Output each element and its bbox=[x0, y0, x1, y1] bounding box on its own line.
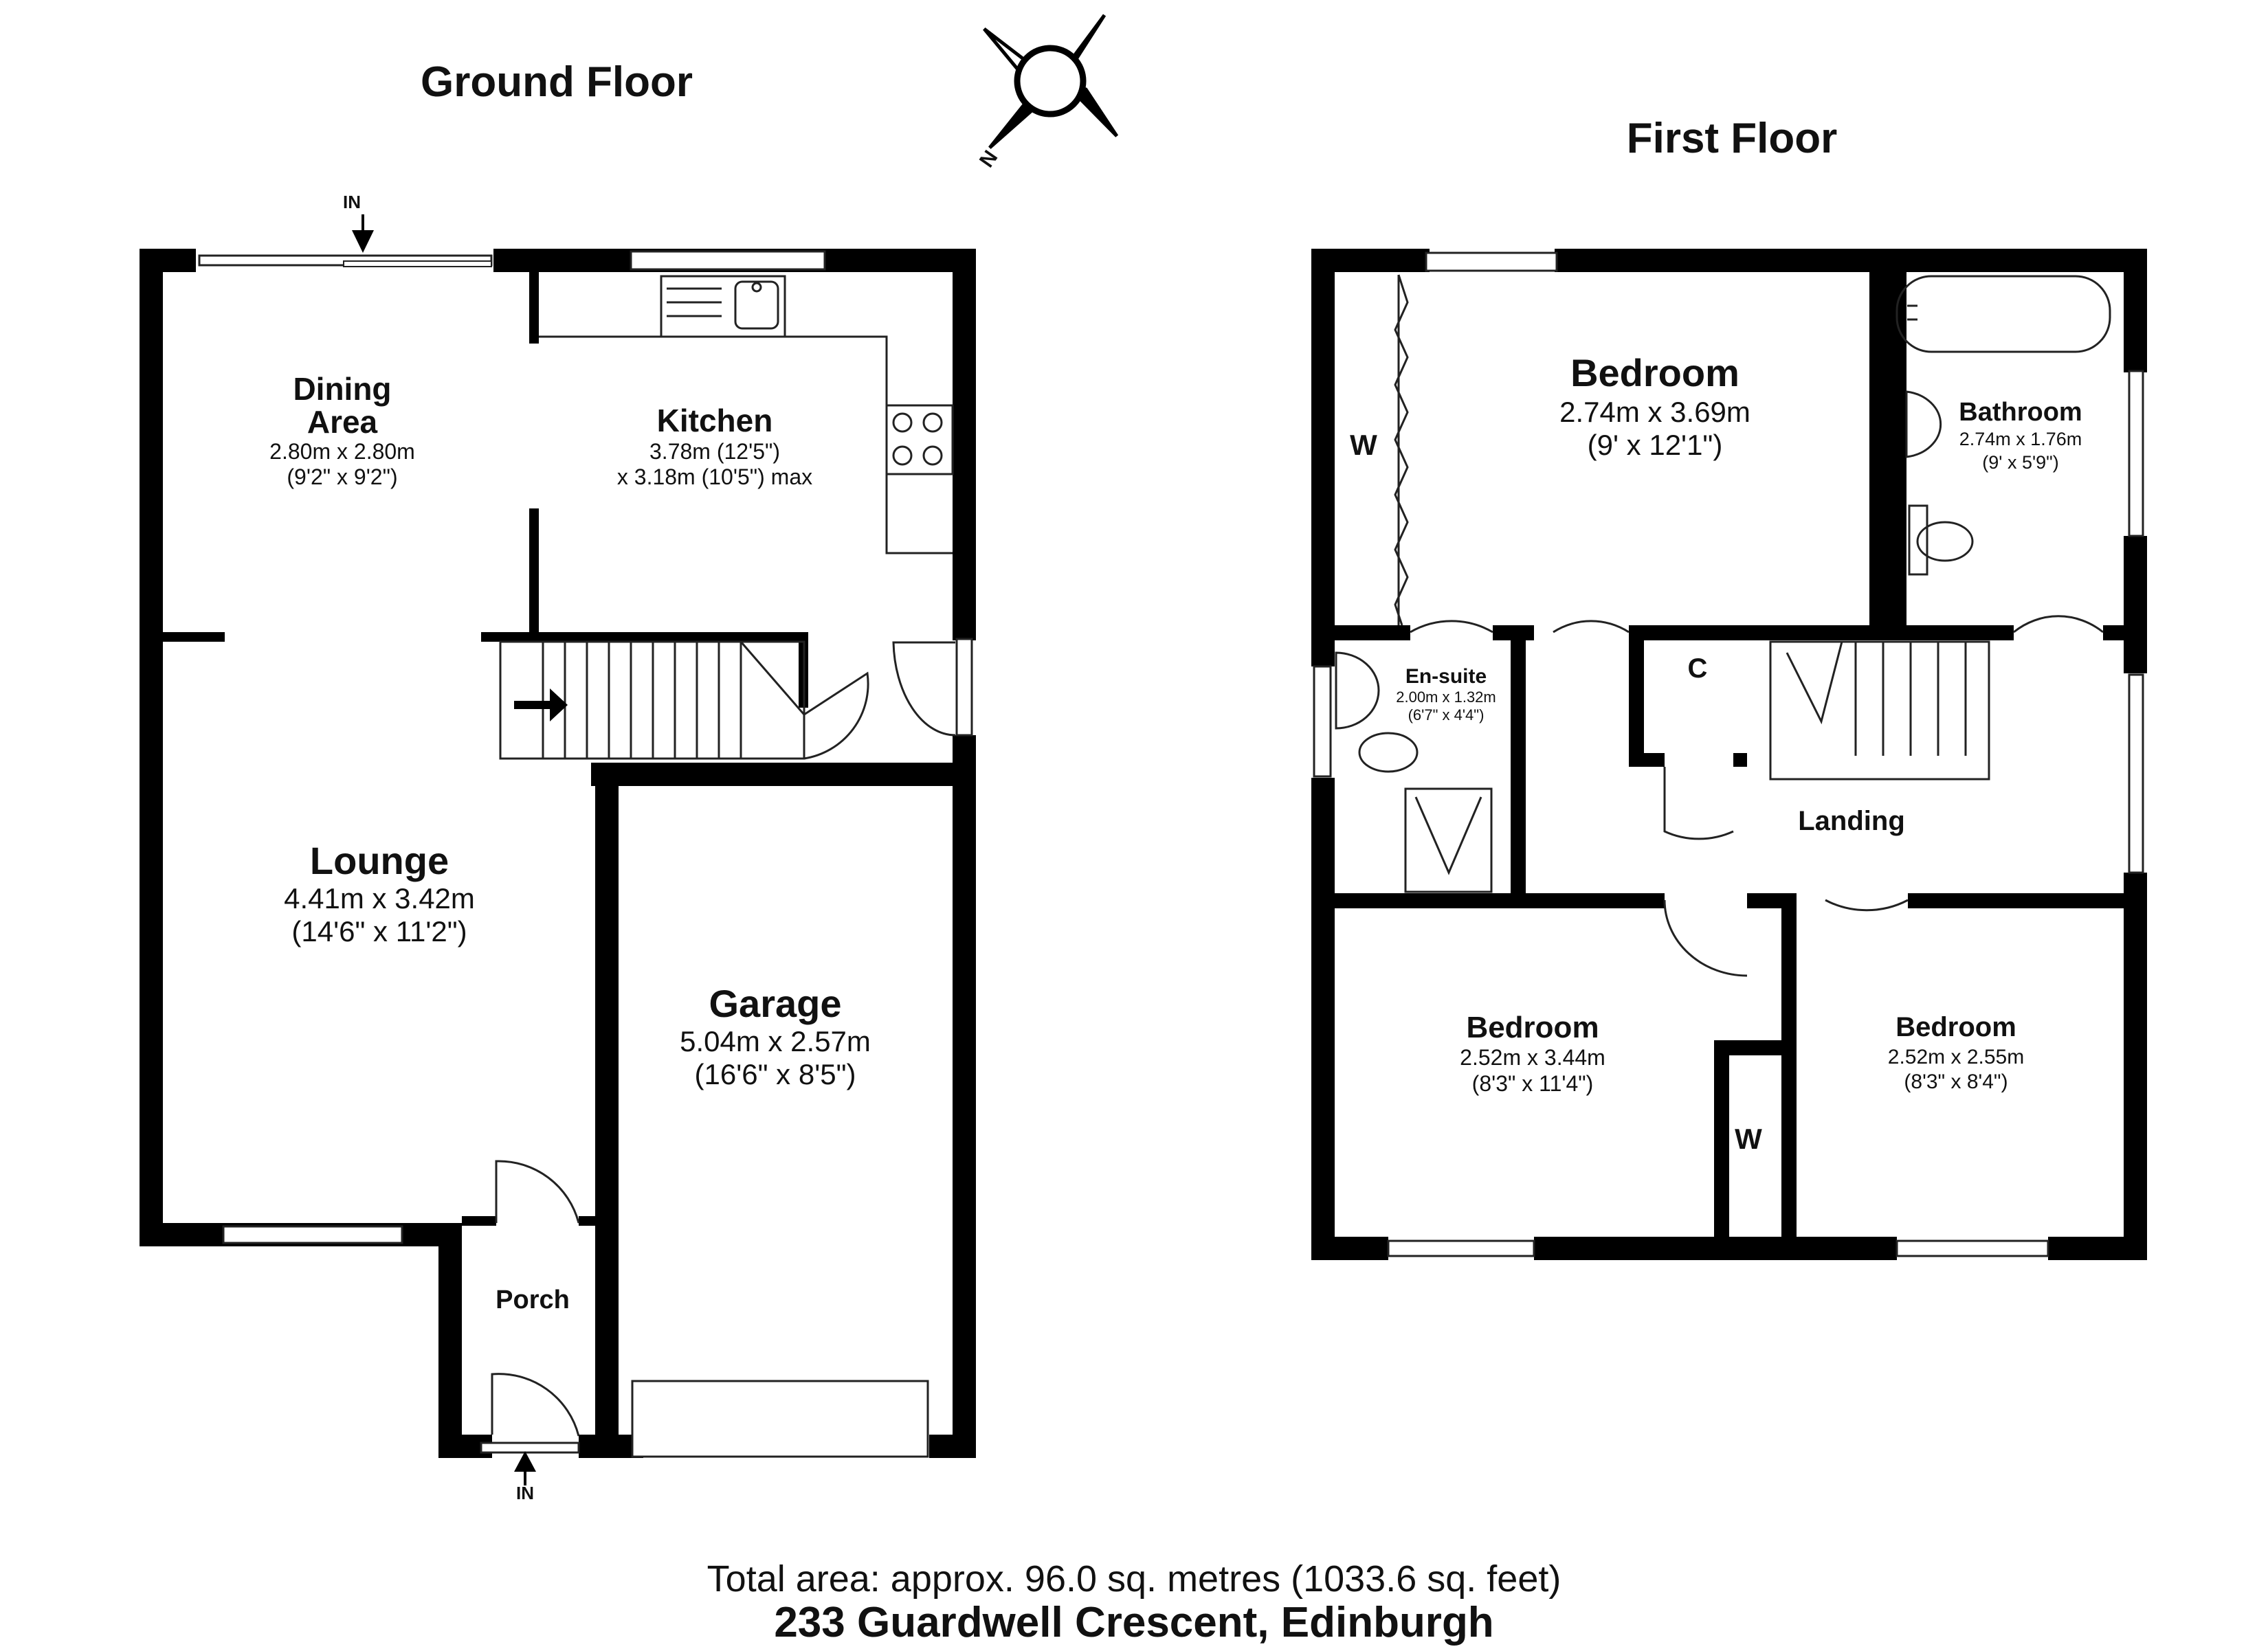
bedroom-left-name: Bedroom bbox=[1466, 1011, 1599, 1044]
kitchen-dim-metric: 3.78m (12'5") bbox=[649, 439, 780, 464]
garage-name: Garage bbox=[709, 982, 842, 1025]
first-floor-title: First Floor bbox=[1627, 115, 1838, 162]
ground-floor-plan bbox=[140, 214, 976, 1485]
porch-name: Porch bbox=[496, 1286, 570, 1314]
compass-rose-icon bbox=[983, 14, 1119, 149]
bedroom-right-dim-metric: 2.52m x 2.55m bbox=[1888, 1046, 2024, 1068]
bedroom-main-dim-imperial: (9' x 12'1") bbox=[1588, 429, 1723, 461]
property-address: 233 Guardwell Crescent, Edinburgh bbox=[774, 1599, 1493, 1646]
entrance-arrow-icon bbox=[352, 230, 374, 253]
cupboard-marker: C bbox=[1688, 653, 1708, 684]
first-floor-plan bbox=[1311, 249, 2147, 1260]
garage-dim-metric: 5.04m x 2.57m bbox=[680, 1025, 871, 1057]
ground-floor-title: Ground Floor bbox=[421, 58, 693, 106]
bedroom-right-dim-imperial: (8'3" x 8'4") bbox=[1904, 1070, 2008, 1093]
total-area-text: Total area: approx. 96.0 sq. metres (103… bbox=[707, 1558, 1561, 1600]
bathroom-dim-imperial: (9' x 5'9") bbox=[1982, 452, 2058, 473]
dining-area-name: Dining bbox=[293, 371, 391, 407]
entrance-arrow-icon bbox=[514, 1451, 536, 1472]
wardrobe-marker: W bbox=[1350, 429, 1377, 461]
entrance-label: IN bbox=[516, 1483, 534, 1503]
bedroom-main-name: Bedroom bbox=[1570, 351, 1739, 394]
bathroom-name: Bathroom bbox=[1959, 398, 2082, 427]
bathroom-dim-metric: 2.74m x 1.76m bbox=[1959, 429, 2082, 449]
kitchen-dim-imperial: x 3.18m (10'5") max bbox=[617, 464, 812, 489]
bedroom-main-dim-metric: 2.74m x 3.69m bbox=[1559, 396, 1750, 428]
kitchen-name: Kitchen bbox=[657, 403, 773, 438]
landing-name: Landing bbox=[1798, 806, 1905, 836]
dining-area-name-line2: Area bbox=[307, 404, 378, 440]
dining-area-dim-imperial: (9'2" x 9'2") bbox=[287, 464, 397, 489]
garage-dim-imperial: (16'6" x 8'5") bbox=[695, 1058, 856, 1090]
dining-area-dim-metric: 2.80m x 2.80m bbox=[269, 439, 415, 464]
bedroom-left-dim-metric: 2.52m x 3.44m bbox=[1460, 1045, 1605, 1070]
lounge-dim-metric: 4.41m x 3.42m bbox=[284, 882, 475, 915]
ensuite-name: En-suite bbox=[1405, 665, 1487, 688]
bedroom-left-dim-imperial: (8'3" x 11'4") bbox=[1472, 1071, 1594, 1096]
ensuite-dim-imperial: (6'7" x 4'4") bbox=[1408, 706, 1485, 723]
ensuite-dim-metric: 2.00m x 1.32m bbox=[1396, 688, 1496, 706]
wardrobe-small-marker: W bbox=[1735, 1123, 1762, 1155]
lounge-dim-imperial: (14'6" x 11'2") bbox=[291, 915, 467, 947]
lounge-name: Lounge bbox=[310, 839, 449, 882]
entrance-label: IN bbox=[343, 192, 361, 212]
bedroom-right-name: Bedroom bbox=[1895, 1012, 2016, 1042]
